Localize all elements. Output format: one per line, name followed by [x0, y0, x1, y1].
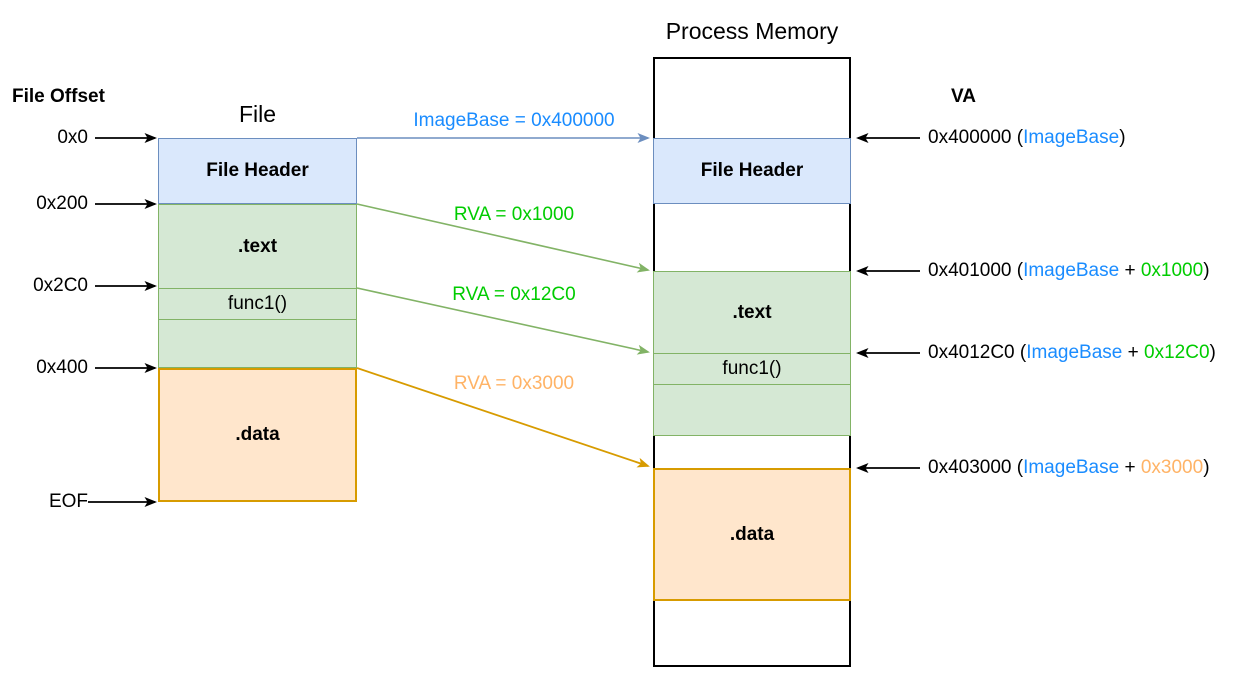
- offset-label-0x2C0: 0x2C0: [33, 275, 88, 296]
- file-header-label: File Header: [206, 160, 309, 181]
- va-3-rva: 0x3000: [1140, 457, 1204, 478]
- va-0-prefix: 0x400000 (: [928, 127, 1024, 148]
- va-1-imagebase: ImageBase: [1023, 260, 1120, 281]
- process-text-section: .text func1(): [653, 271, 851, 436]
- file-header-section: File Header: [158, 138, 357, 204]
- va-3-prefix: 0x403000 (: [928, 457, 1024, 478]
- offset-label-eof: EOF: [48, 491, 88, 512]
- offset-label-0x0: 0x0: [57, 127, 88, 148]
- va-heading: VA: [951, 86, 976, 107]
- va-label-0x403000: 0x403000 (ImageBase + 0x3000): [928, 456, 1210, 480]
- process-memory-title: Process Memory: [665, 18, 839, 44]
- mapping-label-rva-0x1000: RVA = 0x1000: [453, 204, 575, 225]
- va-1-rva: 0x1000: [1140, 260, 1204, 281]
- va-2-mid: +: [1122, 342, 1145, 363]
- file-text-section: .text func1(): [158, 204, 357, 368]
- va-1-suffix: ): [1203, 260, 1210, 281]
- process-func1-label: func1(): [722, 358, 782, 379]
- file-offset-heading: File Offset: [12, 86, 105, 107]
- mapping-label-imagebase: ImageBase = 0x400000: [413, 110, 615, 131]
- va-0-imagebase: ImageBase: [1023, 127, 1120, 148]
- process-header-section: File Header: [653, 138, 851, 204]
- va-1-prefix: 0x401000 (: [928, 260, 1024, 281]
- file-func1-band: func1(): [159, 288, 356, 320]
- va-0-suffix: ): [1119, 127, 1126, 148]
- va-2-rva: 0x12C0: [1144, 342, 1210, 363]
- va-label-0x400000: 0x400000 (ImageBase): [928, 126, 1126, 150]
- va-1-mid: +: [1119, 260, 1141, 281]
- offset-label-0x400: 0x400: [36, 357, 88, 378]
- process-text-label: .text: [732, 302, 772, 323]
- va-2-prefix: 0x4012C0 (: [928, 342, 1027, 363]
- va-3-imagebase: ImageBase: [1023, 457, 1120, 478]
- va-label-0x4012C0: 0x4012C0 (ImageBase + 0x12C0): [928, 341, 1216, 365]
- va-3-mid: +: [1119, 457, 1141, 478]
- process-header-label: File Header: [700, 160, 804, 181]
- file-func1-label: func1(): [227, 293, 288, 314]
- va-2-suffix: ): [1209, 342, 1216, 363]
- process-data-label: .data: [729, 523, 775, 545]
- offset-label-0x200: 0x200: [36, 193, 88, 214]
- mapping-label-rva-0x12C0: RVA = 0x12C0: [452, 284, 576, 305]
- file-text-label: .text: [237, 236, 278, 257]
- va-3-suffix: ): [1203, 457, 1210, 478]
- process-data-section: .data: [653, 468, 851, 601]
- file-data-label: .data: [235, 424, 280, 445]
- mapping-label-rva-0x3000: RVA = 0x3000: [453, 373, 575, 394]
- va-label-0x401000: 0x401000 (ImageBase + 0x1000): [928, 259, 1210, 283]
- file-data-section: .data: [158, 368, 357, 502]
- process-func1-band: func1(): [654, 353, 850, 385]
- va-2-imagebase: ImageBase: [1026, 342, 1123, 363]
- file-title: File: [238, 101, 277, 127]
